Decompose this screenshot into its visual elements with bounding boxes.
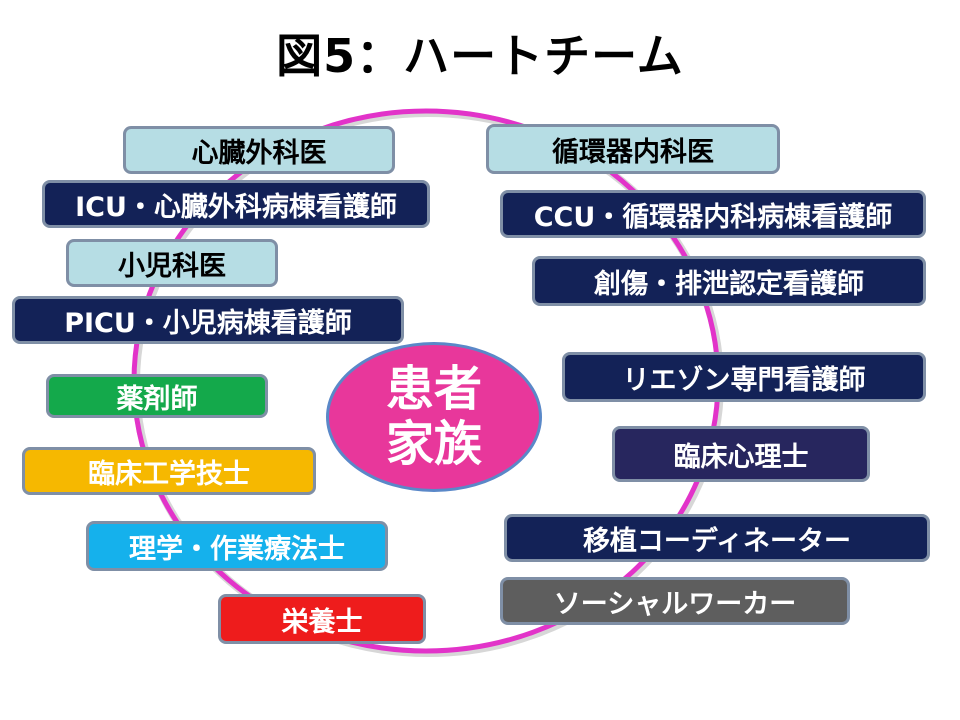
center-label-family: 家族 <box>385 416 482 472</box>
role-nutritionist: 栄養士 <box>218 594 426 644</box>
center-label-patient: 患者 <box>385 360 482 417</box>
role-ccu-cardiology-ward-nurse: CCU・循環器内科病棟看護師 <box>500 190 926 238</box>
role-clinical-psychologist: 臨床心理士 <box>612 426 870 482</box>
role-pharmacist: 薬剤師 <box>46 374 268 418</box>
role-icu-cardiac-ward-nurse: ICU・心臓外科病棟看護師 <box>42 180 430 228</box>
page-title: 図5：ハートチーム <box>276 29 684 83</box>
role-wound-ostomy-nurse: 創傷・排泄認定看護師 <box>532 256 926 306</box>
patient-family-center: 患者 家族 <box>326 342 542 492</box>
role-cardiologist: 循環器内科医 <box>486 124 780 174</box>
role-cardiac-surgeon: 心臓外科医 <box>123 126 395 174</box>
role-physical-occupational-therapist: 理学・作業療法士 <box>86 521 388 571</box>
role-pediatrician: 小児科医 <box>66 239 278 287</box>
role-social-worker: ソーシャルワーカー <box>500 577 850 625</box>
role-liaison-nurse-specialist: リエゾン専門看護師 <box>562 352 926 402</box>
role-clinical-engineer: 臨床工学技士 <box>22 447 316 495</box>
role-picu-pediatric-ward-nurse: PICU・小児病棟看護師 <box>12 296 404 344</box>
role-transplant-coordinator: 移植コーディネーター <box>504 514 930 562</box>
